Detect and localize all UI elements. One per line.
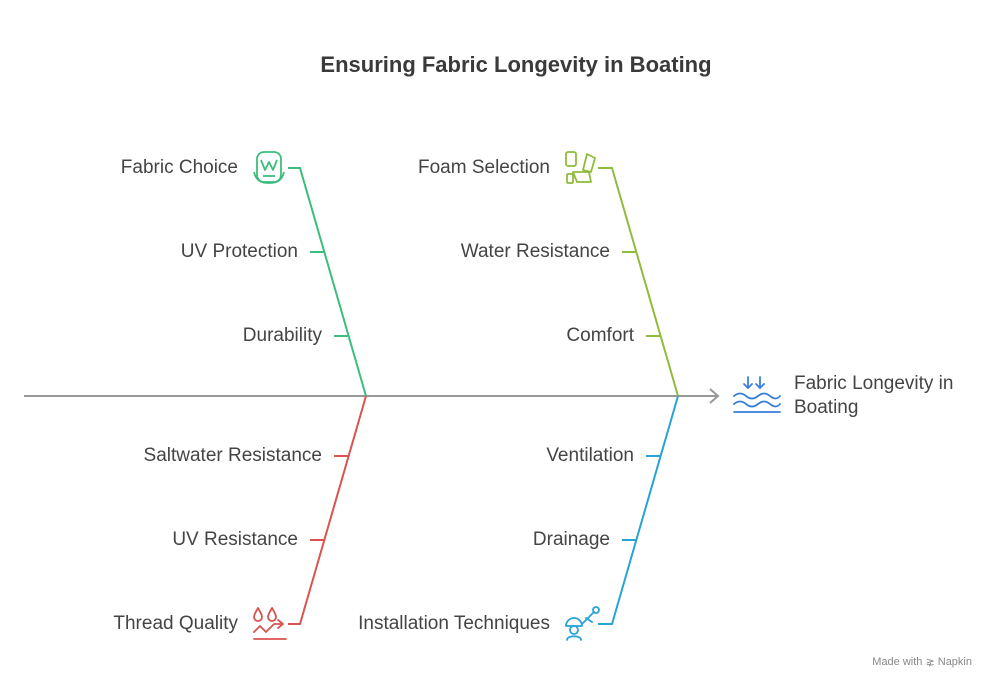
water-waves-icon: [733, 376, 781, 413]
branch-bottom-right: [598, 395, 679, 625]
cause-foam-selection: Foam Selection: [417, 157, 550, 178]
cause-saltwater-resistance: Saltwater Resistance: [143, 445, 322, 466]
branch-top-right: [598, 167, 679, 397]
effect-label: Fabric Longevity in Boating: [794, 372, 953, 420]
cause-fabric-choice: Fabric Choice: [120, 157, 238, 178]
cause-durability: Durability: [242, 325, 322, 346]
worker-tool-icon: [565, 606, 600, 641]
cause-thread-quality: Thread Quality: [113, 613, 238, 634]
effect-label-line2: Boating: [794, 397, 859, 418]
cause-uv-protection: UV Protection: [180, 241, 298, 262]
cause-uv-resistance: UV Resistance: [172, 529, 298, 550]
branch-bottom-left: [288, 395, 367, 625]
car-seat-icon: [253, 151, 285, 184]
water-drops-trend-icon: [253, 607, 287, 640]
cause-drainage: Drainage: [532, 529, 610, 550]
cause-ventilation: Ventilation: [546, 445, 634, 466]
spine-arrowhead: [709, 388, 720, 404]
cause-water-resistance: Water Resistance: [460, 241, 610, 262]
napkin-credit[interactable]: Made with ⋧ Napkin: [872, 656, 972, 668]
seat-cushion-icon: [565, 151, 596, 184]
cause-comfort: Comfort: [566, 325, 634, 346]
branch-top-left: [288, 167, 367, 397]
effect-label-line1: Fabric Longevity in: [794, 373, 954, 394]
page-title: Ensuring Fabric Longevity in Boating: [320, 52, 712, 77]
cause-installation-techniques: Installation Techniques: [358, 613, 550, 634]
